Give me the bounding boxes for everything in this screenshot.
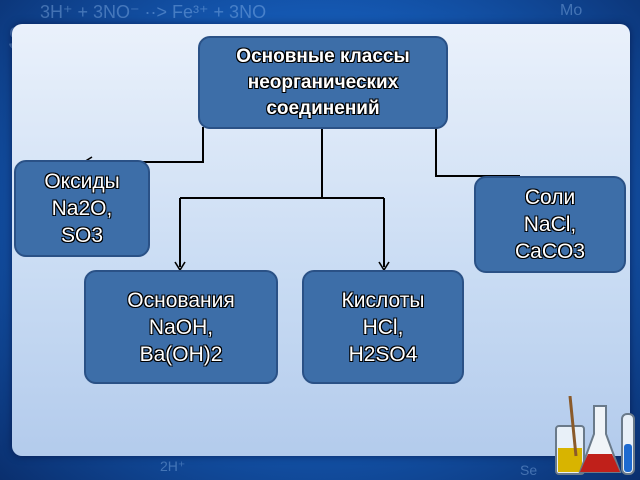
salts-box: Соли NaCl, CaCO3 [474, 176, 626, 273]
acids-box: Кислоты HCl, H2SO4 [302, 270, 464, 384]
title-line-1: Основные классы [236, 45, 410, 67]
oxides-box: Оксиды Na2O, SO3 [14, 160, 150, 257]
connector-to-oxides [85, 127, 204, 163]
salts-label: Соли [524, 186, 576, 209]
title-line-3: соединений [266, 97, 380, 119]
lab-glassware-icon [555, 396, 635, 475]
bases-label: Основания [127, 288, 235, 312]
background-symbol-se: Se [520, 462, 538, 478]
title-line-2: неорганических [247, 71, 399, 93]
bases-box: Основания NaOH, Ba(OH)2 [84, 270, 278, 384]
oxides-example-2: SO3 [60, 224, 104, 247]
acids-example-1: HCl, [362, 315, 404, 339]
salts-example-2: CaCO3 [514, 240, 586, 263]
oxides-example-1: Na2O, [51, 197, 113, 220]
background-symbol-mo: Mo [560, 2, 583, 19]
bases-example-1: NaOH, [148, 315, 214, 339]
acids-example-2: H2SO4 [348, 342, 418, 366]
title-box: Основные классы неорганических соединени… [198, 36, 448, 129]
acids-label: Кислоты [341, 288, 425, 312]
oxides-label: Оксиды [44, 170, 120, 193]
background-symbol-2h: 2H⁺ [160, 458, 186, 474]
salts-example-1: NaCl, [523, 213, 577, 236]
bases-example-2: Ba(OH)2 [139, 342, 223, 366]
connector-to-salts [435, 127, 520, 177]
background-formula: 3H⁺ + 3NO⁻ ··> Fe³⁺ + 3NO [40, 2, 267, 22]
